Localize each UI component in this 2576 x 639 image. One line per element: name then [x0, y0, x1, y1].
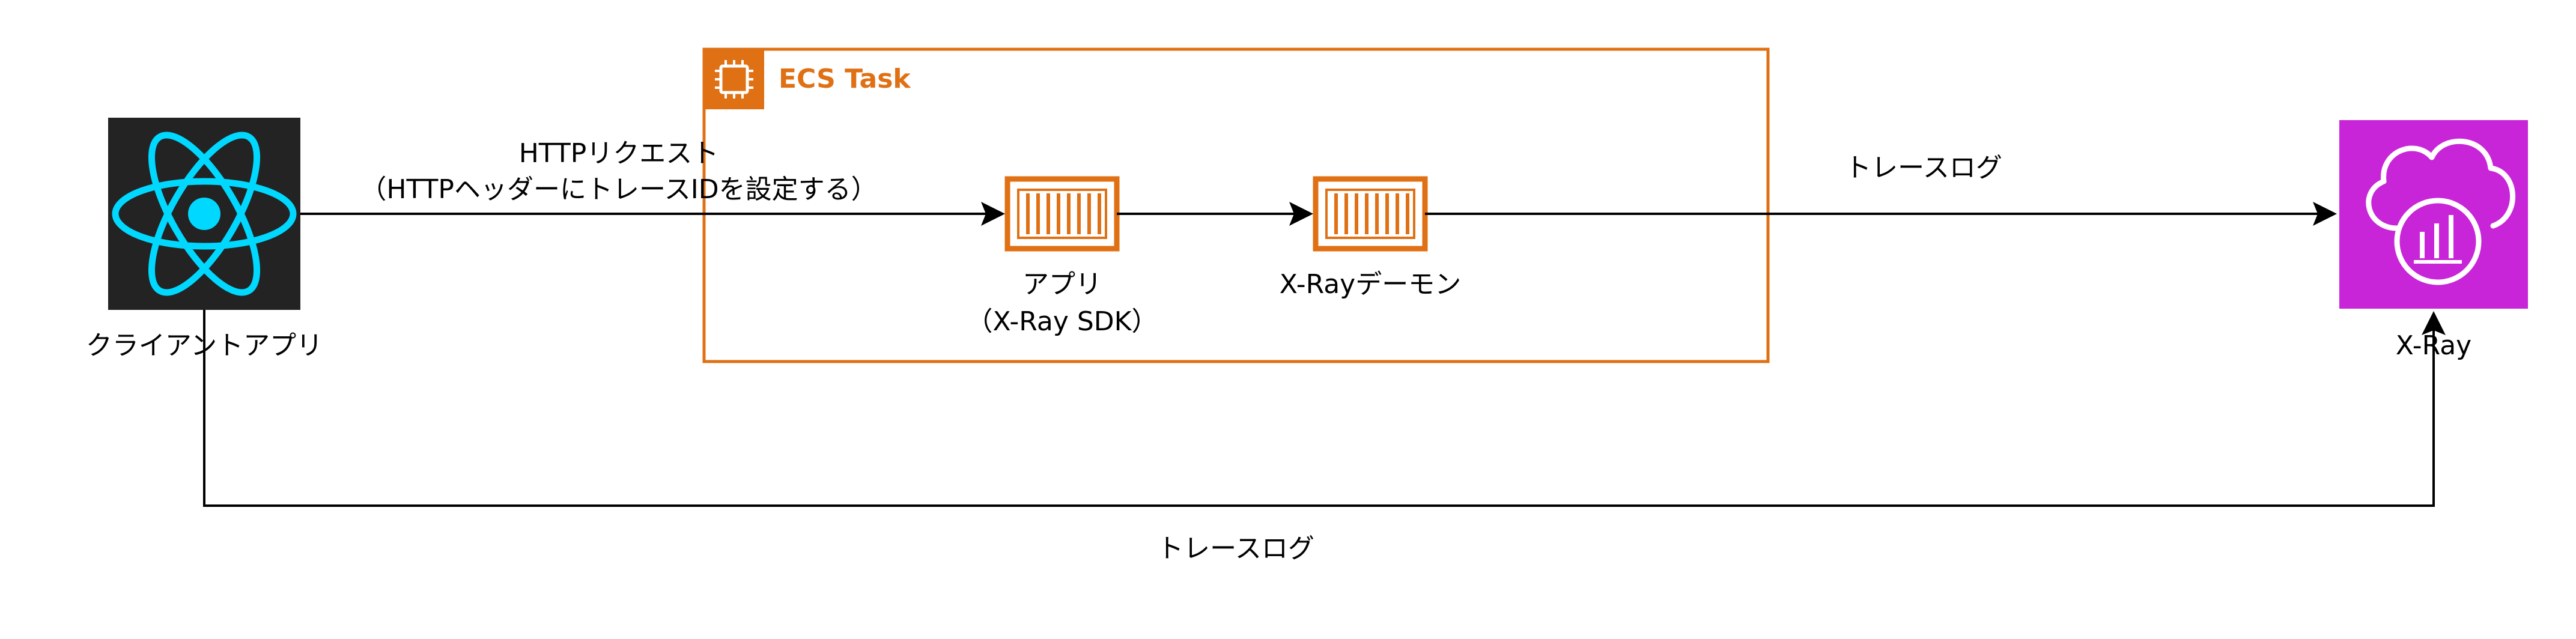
- ecs-task-group: ECS Task: [702, 47, 1770, 363]
- ecs-task-border: [702, 47, 1770, 363]
- client-app-node: クライアントアプリ: [86, 118, 323, 361]
- cloud-chart-icon: [2366, 138, 2515, 285]
- edge-daemon-to-xray: トレースログ: [1425, 153, 2337, 226]
- edge-client-to-app: HTTPリクエスト （HTTPヘッダーにトレースIDを設定する）: [300, 138, 1005, 226]
- chip-icon: [704, 49, 764, 109]
- edge-client-to-xray: トレースログ: [203, 310, 2446, 564]
- app-label-line1: アプリ: [1022, 269, 1102, 300]
- arrow-client-to-xray: [203, 310, 2446, 507]
- react-atom-icon: [112, 132, 297, 296]
- edge-label-trace-log-top: トレースログ: [1845, 153, 2002, 183]
- container-icon: [1004, 176, 1120, 252]
- container-icon: [1313, 176, 1428, 252]
- xray-daemon-label: X-Rayデーモン: [1280, 269, 1461, 300]
- edge-label-http-request-line1: HTTPリクエスト: [519, 138, 719, 169]
- edge-label-trace-log-bottom: トレースログ: [1157, 533, 1314, 564]
- app-label-line2: （X-Ray SDK）: [966, 306, 1158, 337]
- app-node: アプリ （X-Ray SDK）: [966, 176, 1158, 337]
- ecs-task-label: ECS Task: [779, 64, 911, 94]
- edge-label-http-request-line2: （HTTPヘッダーにトレースIDを設定する）: [360, 174, 877, 205]
- xray-daemon-node: X-Rayデーモン: [1280, 176, 1461, 300]
- xray-node: X-Ray: [2339, 120, 2528, 361]
